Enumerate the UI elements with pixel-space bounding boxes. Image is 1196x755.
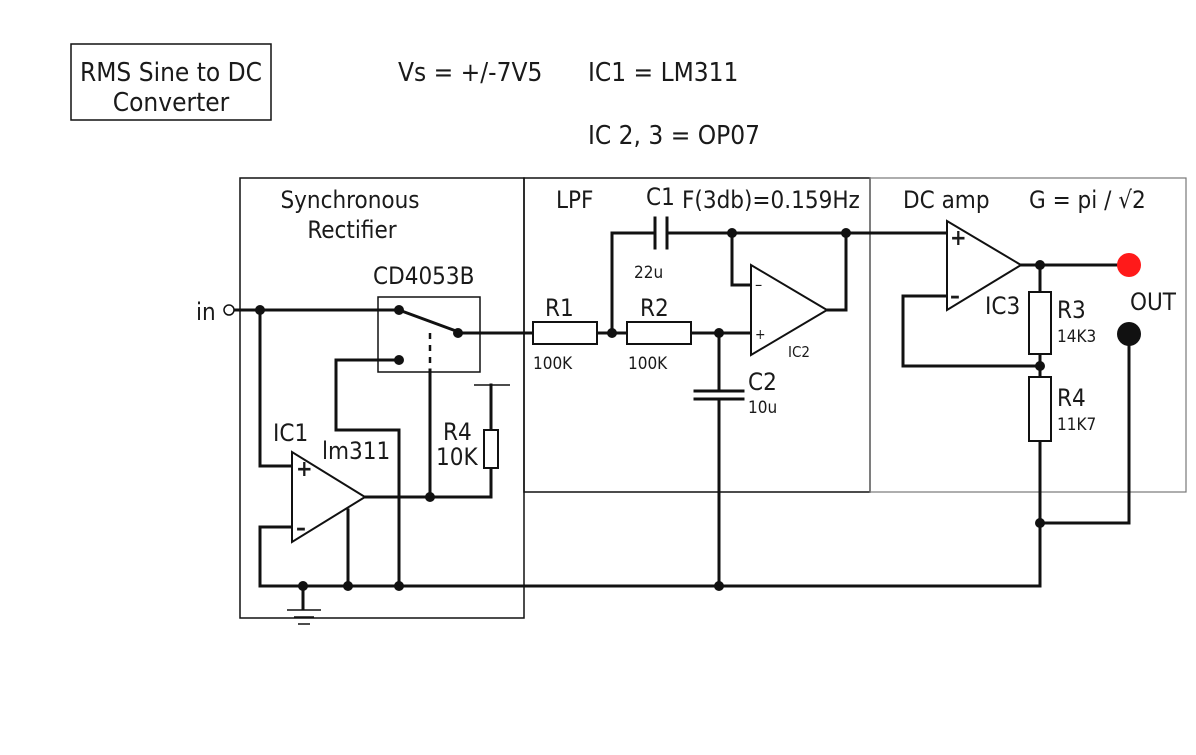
ic3-label: IC3 bbox=[985, 292, 1020, 320]
r4-right-value: 11K7 bbox=[1057, 415, 1096, 435]
input-label: in bbox=[196, 298, 216, 326]
ic3-minus-sign: – bbox=[950, 284, 960, 309]
ic1-plus-sign: + bbox=[296, 457, 313, 482]
lpf-frequency-label: F(3db)=0.159Hz bbox=[682, 186, 860, 214]
title-line2: Converter bbox=[113, 88, 230, 118]
rectifier-section-box bbox=[239, 177, 525, 619]
lpf-section-title: LPF bbox=[556, 186, 593, 214]
r4-right-label: R4 bbox=[1057, 384, 1086, 412]
rectifier-section-title-2: Rectifier bbox=[307, 216, 396, 244]
output-label: OUT bbox=[1130, 288, 1177, 316]
r4-left-value: 10K bbox=[436, 443, 478, 471]
title-line1: RMS Sine to DC bbox=[80, 58, 262, 88]
input-terminal bbox=[223, 304, 235, 316]
r3-resistor bbox=[1028, 291, 1052, 355]
ic2-minus-sign: – bbox=[755, 275, 762, 294]
r2-value: 100K bbox=[628, 354, 668, 374]
wiring bbox=[234, 231, 1131, 588]
r2-label: R2 bbox=[640, 294, 669, 322]
c1-value: 22u bbox=[634, 263, 663, 283]
r4-right-resistor bbox=[1028, 376, 1052, 442]
cd4053b-label: CD4053B bbox=[373, 262, 474, 290]
junction-dots bbox=[255, 228, 1045, 591]
ic1-part-label: lm311 bbox=[322, 437, 390, 465]
ic2-plus-sign: + bbox=[755, 327, 766, 343]
r1-value: 100K bbox=[533, 354, 573, 374]
ic1-minus-sign: – bbox=[296, 516, 306, 541]
supply-voltage-label: Vs = +/-7V5 bbox=[398, 58, 542, 88]
c1-label: C1 bbox=[646, 183, 675, 211]
r4-left-resistor bbox=[483, 429, 499, 469]
c2-capacitor bbox=[693, 389, 745, 401]
output-terminal-positive bbox=[1117, 253, 1141, 277]
r2-resistor bbox=[626, 321, 692, 345]
r1-label: R1 bbox=[545, 294, 574, 322]
ic1-label: IC1 bbox=[273, 419, 308, 447]
r4-left-label: R4 bbox=[443, 418, 472, 446]
ic1-comparator bbox=[291, 450, 367, 544]
r3-label: R3 bbox=[1057, 296, 1086, 324]
output-terminal-negative bbox=[1117, 322, 1141, 346]
dc-amp-section-box bbox=[869, 177, 1187, 493]
ic2-opamp bbox=[750, 263, 829, 357]
ic1-spec-label: IC1 = LM311 bbox=[588, 58, 738, 88]
cd4053b-switch bbox=[377, 296, 481, 373]
ic23-spec-label: IC 2, 3 = OP07 bbox=[588, 121, 760, 151]
dc-amp-section-title: DC amp bbox=[903, 186, 990, 214]
c2-value: 10u bbox=[748, 398, 777, 418]
ic3-plus-sign: + bbox=[950, 226, 967, 251]
ic3-opamp bbox=[946, 219, 1023, 312]
title-box bbox=[70, 43, 272, 121]
r1-resistor bbox=[532, 321, 598, 345]
c1-capacitor bbox=[653, 216, 669, 250]
r3-value: 14K3 bbox=[1057, 327, 1096, 347]
rectifier-section-title-1: Synchronous bbox=[280, 186, 419, 214]
ic2-label: IC2 bbox=[788, 343, 810, 361]
gain-label: G = pi / √2 bbox=[1029, 186, 1146, 214]
c2-label: C2 bbox=[748, 368, 777, 396]
